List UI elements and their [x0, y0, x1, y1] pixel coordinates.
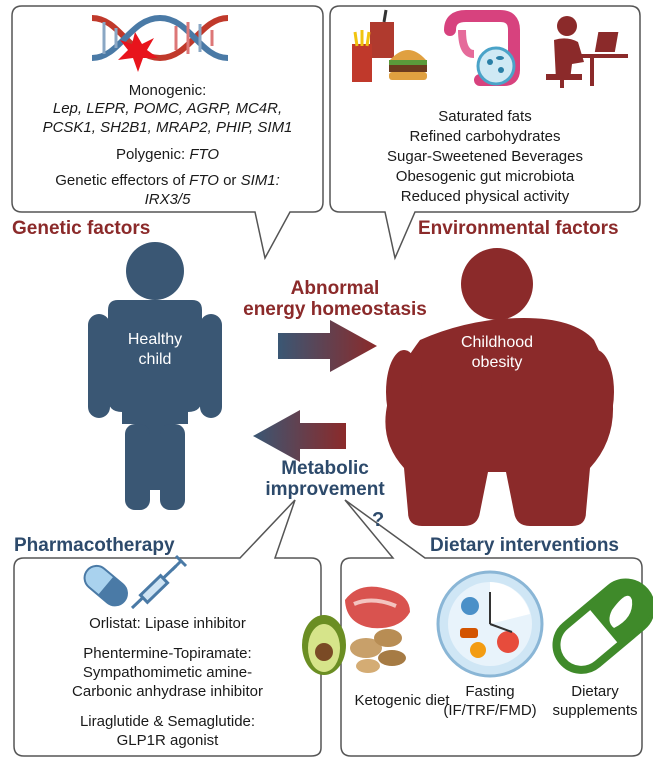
liraglutide-line1: Liraglutide & Semaglutide: [79, 713, 256, 730]
dna-icon [91, 14, 229, 72]
monogenic-genes-line1: Lep, LEPR, POMC, AGRP, MC4R, [12, 100, 323, 118]
genetic-callout-box [11, 5, 324, 261]
question-mark: ? [372, 509, 385, 531]
effectors-line1: Genetic effectors of FTO or SIM1: [12, 172, 323, 190]
obesity-label: obesity [471, 354, 523, 371]
improvement-label: improvement [265, 479, 385, 500]
env-item-saturated-fats: Saturated fats [438, 108, 532, 125]
dietary-supplements-label-2: supplements [552, 702, 638, 719]
abnormal-label: Abnormal [290, 278, 380, 299]
syringe-icon [130, 554, 188, 610]
polygenic-label: Polygenic: [115, 146, 190, 163]
liraglutide-line2: GLP1R agonist [116, 732, 219, 749]
pharmacotherapy-title: Pharmacotherapy [14, 535, 175, 556]
effectors-gene-fto: FTO [189, 172, 219, 189]
arrow-right [278, 320, 377, 372]
capsule-pill-icon [83, 564, 128, 607]
sedentary-computer-icon [546, 16, 628, 88]
energy-homeostasis-label: energy homeostasis [243, 299, 427, 320]
child-label: child [138, 351, 172, 368]
effectors-text-or: or [218, 172, 241, 189]
monogenic-genes-line2: PCSK1, SH2B1, MRAP2, PHIP, SIM1 [12, 119, 323, 137]
metabolic-label: Metabolic [281, 458, 369, 479]
environmental-factors-title: Environmental factors [418, 218, 619, 239]
monogenic-genes-text-2: PCSK1, SH2B1, MRAP2, PHIP, SIM1 [42, 119, 293, 136]
arrow-left [253, 410, 346, 462]
fasting-types-label: (IF/TRF/FMD) [443, 702, 537, 719]
fast-food-icon [352, 9, 427, 82]
fasting-label: Fasting [465, 683, 515, 700]
healthy-child-figure [88, 242, 222, 510]
env-item-physical-activity: Reduced physical activity [400, 188, 570, 205]
env-item-ssb: Sugar-Sweetened Beverages [387, 148, 583, 165]
fasting-clock-plate-icon [436, 570, 544, 678]
gut-microbiota-icon [444, 10, 520, 86]
polygenic-gene: FTO [189, 146, 220, 163]
healthy-label: Healthy [127, 331, 183, 348]
dietary-supplements-label-1: Dietary [571, 683, 619, 700]
childhood-label: Childhood [460, 334, 534, 351]
monogenic-genes-text-1: Lep, LEPR, POMC, AGRP, MC4R, [52, 100, 283, 117]
effectors-text-a: Genetic effectors of [55, 172, 190, 189]
pharma-callout-box [13, 499, 322, 757]
env-item-refined-carbs: Refined carbohydrates [409, 128, 561, 145]
orlistat-line: Orlistat: Lipase inhibitor [89, 615, 246, 632]
monogenic-label: Monogenic: [128, 82, 207, 99]
genetic-factors-title: Genetic factors [12, 218, 151, 239]
childhood-obesity-figure [385, 248, 614, 526]
ketogenic-diet-label: Ketogenic diet [354, 692, 450, 709]
ketogenic-food-icon [302, 586, 410, 675]
phentermine-line1: Phentermine-Topiramate: [83, 645, 252, 662]
phentermine-line2: Sympathomimetic amine- [82, 664, 253, 681]
effectors-irx: IRX3/5 [144, 191, 191, 208]
effectors-line2: IRX3/5 [12, 191, 323, 209]
effectors-gene-sim1: SIM1: [240, 172, 280, 189]
supplement-capsule-icon [552, 578, 653, 674]
polygenic-line: Polygenic: FTO [12, 146, 323, 164]
env-item-gut-microbiota: Obesogenic gut microbiota [395, 168, 575, 185]
dietary-interventions-title: Dietary interventions [430, 535, 619, 556]
phentermine-line3: Carbonic anhydrase inhibitor [72, 683, 263, 700]
